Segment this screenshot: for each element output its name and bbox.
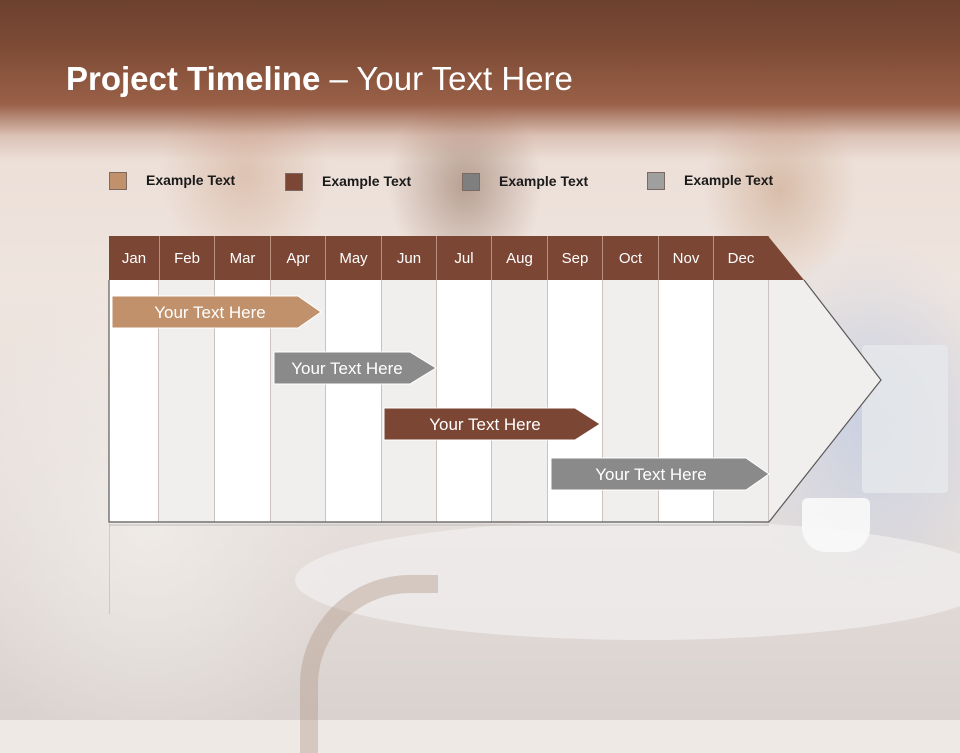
month-aug: Aug	[492, 236, 548, 280]
task-label-1: Your Text Here	[154, 303, 266, 322]
legend-label-3: Example Text	[499, 173, 589, 189]
legend-swatch-4	[647, 172, 665, 190]
legend-swatch-2	[285, 173, 303, 191]
task-arrow-2[interactable]: Your Text Here	[273, 351, 438, 386]
header-band	[0, 0, 960, 160]
month-jul: Jul	[437, 236, 492, 280]
task-arrow-4[interactable]: Your Text Here	[550, 457, 771, 492]
month-jun: Jun	[382, 236, 437, 280]
task-label-3: Your Text Here	[429, 415, 541, 434]
task-arrow-3[interactable]: Your Text Here	[383, 407, 602, 442]
legend-label-1: Example Text	[146, 172, 236, 188]
month-apr: Apr	[271, 236, 326, 280]
task-label-2: Your Text Here	[291, 359, 403, 378]
month-jan: Jan	[109, 236, 160, 280]
slide-title[interactable]: Project Timeline – Your Text Here	[66, 60, 573, 98]
month-mar: Mar	[215, 236, 271, 280]
legend-label-2: Example Text	[322, 173, 412, 189]
timeline-outline	[108, 279, 882, 526]
legend-swatch-1	[109, 172, 127, 190]
task-label-4: Your Text Here	[595, 465, 707, 484]
month-column	[492, 280, 548, 522]
title-rest: – Your Text Here	[320, 60, 573, 97]
timeline-reflection	[109, 524, 110, 614]
background-cup	[802, 498, 870, 552]
month-may: May	[326, 236, 382, 280]
month-oct: Oct	[603, 236, 659, 280]
month-column	[326, 280, 382, 522]
legend-label-4: Example Text	[684, 172, 774, 188]
title-bold: Project Timeline	[66, 60, 321, 97]
background-laptop	[862, 345, 948, 493]
timeline: Jan Feb Mar Apr May Jun Jul Aug Sep Oct …	[108, 236, 889, 536]
month-header: Jan Feb Mar Apr May Jun Jul Aug Sep Oct …	[109, 236, 769, 280]
month-sep: Sep	[548, 236, 603, 280]
month-dec: Dec	[714, 236, 769, 280]
month-feb: Feb	[160, 236, 215, 280]
month-column	[437, 280, 492, 522]
task-arrow-1[interactable]: Your Text Here	[111, 295, 322, 330]
month-nov: Nov	[659, 236, 714, 280]
legend-swatch-3	[462, 173, 480, 191]
month-column	[382, 280, 437, 522]
